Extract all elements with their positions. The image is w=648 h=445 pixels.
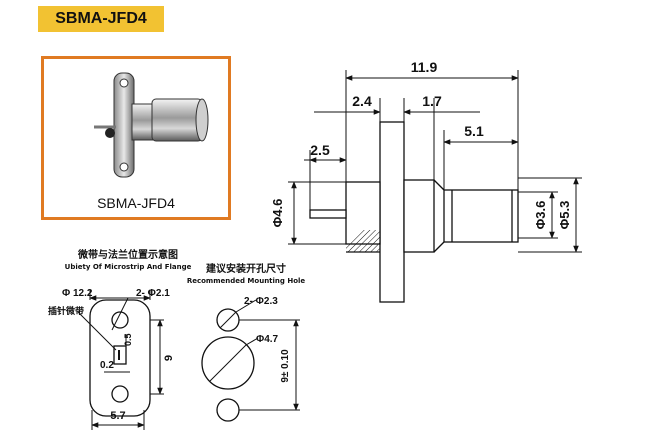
- mounting-caption-cn: 建议安装开孔尺寸: [205, 262, 286, 275]
- dim-mount-spacing: 9± 0.10: [280, 349, 291, 383]
- product-photo-frame: SBMA-JFD4: [41, 56, 231, 220]
- flange-outline: [379, 121, 405, 303]
- dim-pin-length: 2.5: [310, 142, 330, 158]
- dim-width: 5.7: [110, 410, 125, 422]
- mounting-hole-center: [201, 336, 255, 390]
- microstrip-caption-en: Ubiety Of Microstrip And Flange: [65, 263, 192, 271]
- dim-gap: 0.5: [123, 333, 133, 346]
- dim-body-diameter: Φ4.6: [270, 199, 285, 228]
- dim-inner-diameter: Φ3.6: [533, 201, 548, 230]
- dim-mount-center-dia: Φ4.7: [256, 334, 279, 345]
- front-body-outline: [403, 179, 435, 253]
- dim-overall-length: 11.9: [411, 59, 438, 75]
- dim-outer-diameter: Φ5.3: [557, 201, 572, 230]
- mount-hole-bottom: [111, 385, 129, 403]
- main-view-dimensions: [288, 70, 582, 253]
- microstrip-view: [77, 290, 164, 430]
- main-side-view: [309, 121, 519, 303]
- dim-flange-width: Φ 12.2: [62, 288, 93, 299]
- main-view-dim-labels: 11.9 2.4 1.7 5.1 2.5 Φ4.6 Φ3.6 Φ5.3: [270, 59, 572, 229]
- body-hatch: [346, 230, 380, 252]
- microstrip-view-captions: 微带与法兰位置示意图 Ubiety Of Microstrip And Flan…: [65, 248, 192, 271]
- mount-hole-top: [111, 311, 129, 329]
- microstrip-view-dim-labels: Φ 12.2 2- Φ2.1 插针微带 0.5 0.2 9 5.7: [48, 288, 175, 422]
- mounting-view-dim-labels: 2- Φ2.3 Φ4.7 9± 0.10: [244, 296, 291, 383]
- label-pin-microstrip: 插针微带: [48, 305, 84, 317]
- mounting-caption-en: Recommended Mounting Hole: [187, 277, 306, 285]
- dim-flange-thickness: 2.4: [352, 93, 372, 109]
- mounting-hole-bottom: [216, 398, 240, 422]
- dim-flange-offset: 1.7: [422, 93, 442, 109]
- mounting-view: [201, 299, 300, 422]
- microstrip-caption-cn: 微带与法兰位置示意图: [77, 248, 178, 261]
- pin-outline: [309, 209, 347, 219]
- connector-photo: [94, 72, 209, 178]
- mounting-view-captions: 建议安装开孔尺寸 Recommended Mounting Hole: [187, 262, 306, 285]
- connector-body-shape: [94, 72, 209, 178]
- dim-hole-dia: 2- Φ2.1: [136, 288, 170, 299]
- shell-outline: [443, 189, 519, 243]
- product-title-badge: SBMA-JFD4: [38, 6, 164, 32]
- dim-mount-hole-dia: 2- Φ2.3: [244, 296, 278, 307]
- dim-offset: 0.2: [100, 360, 114, 371]
- dim-height: 9: [163, 355, 175, 361]
- dim-shell-length: 5.1: [464, 123, 484, 139]
- photo-caption: SBMA-JFD4: [97, 195, 175, 211]
